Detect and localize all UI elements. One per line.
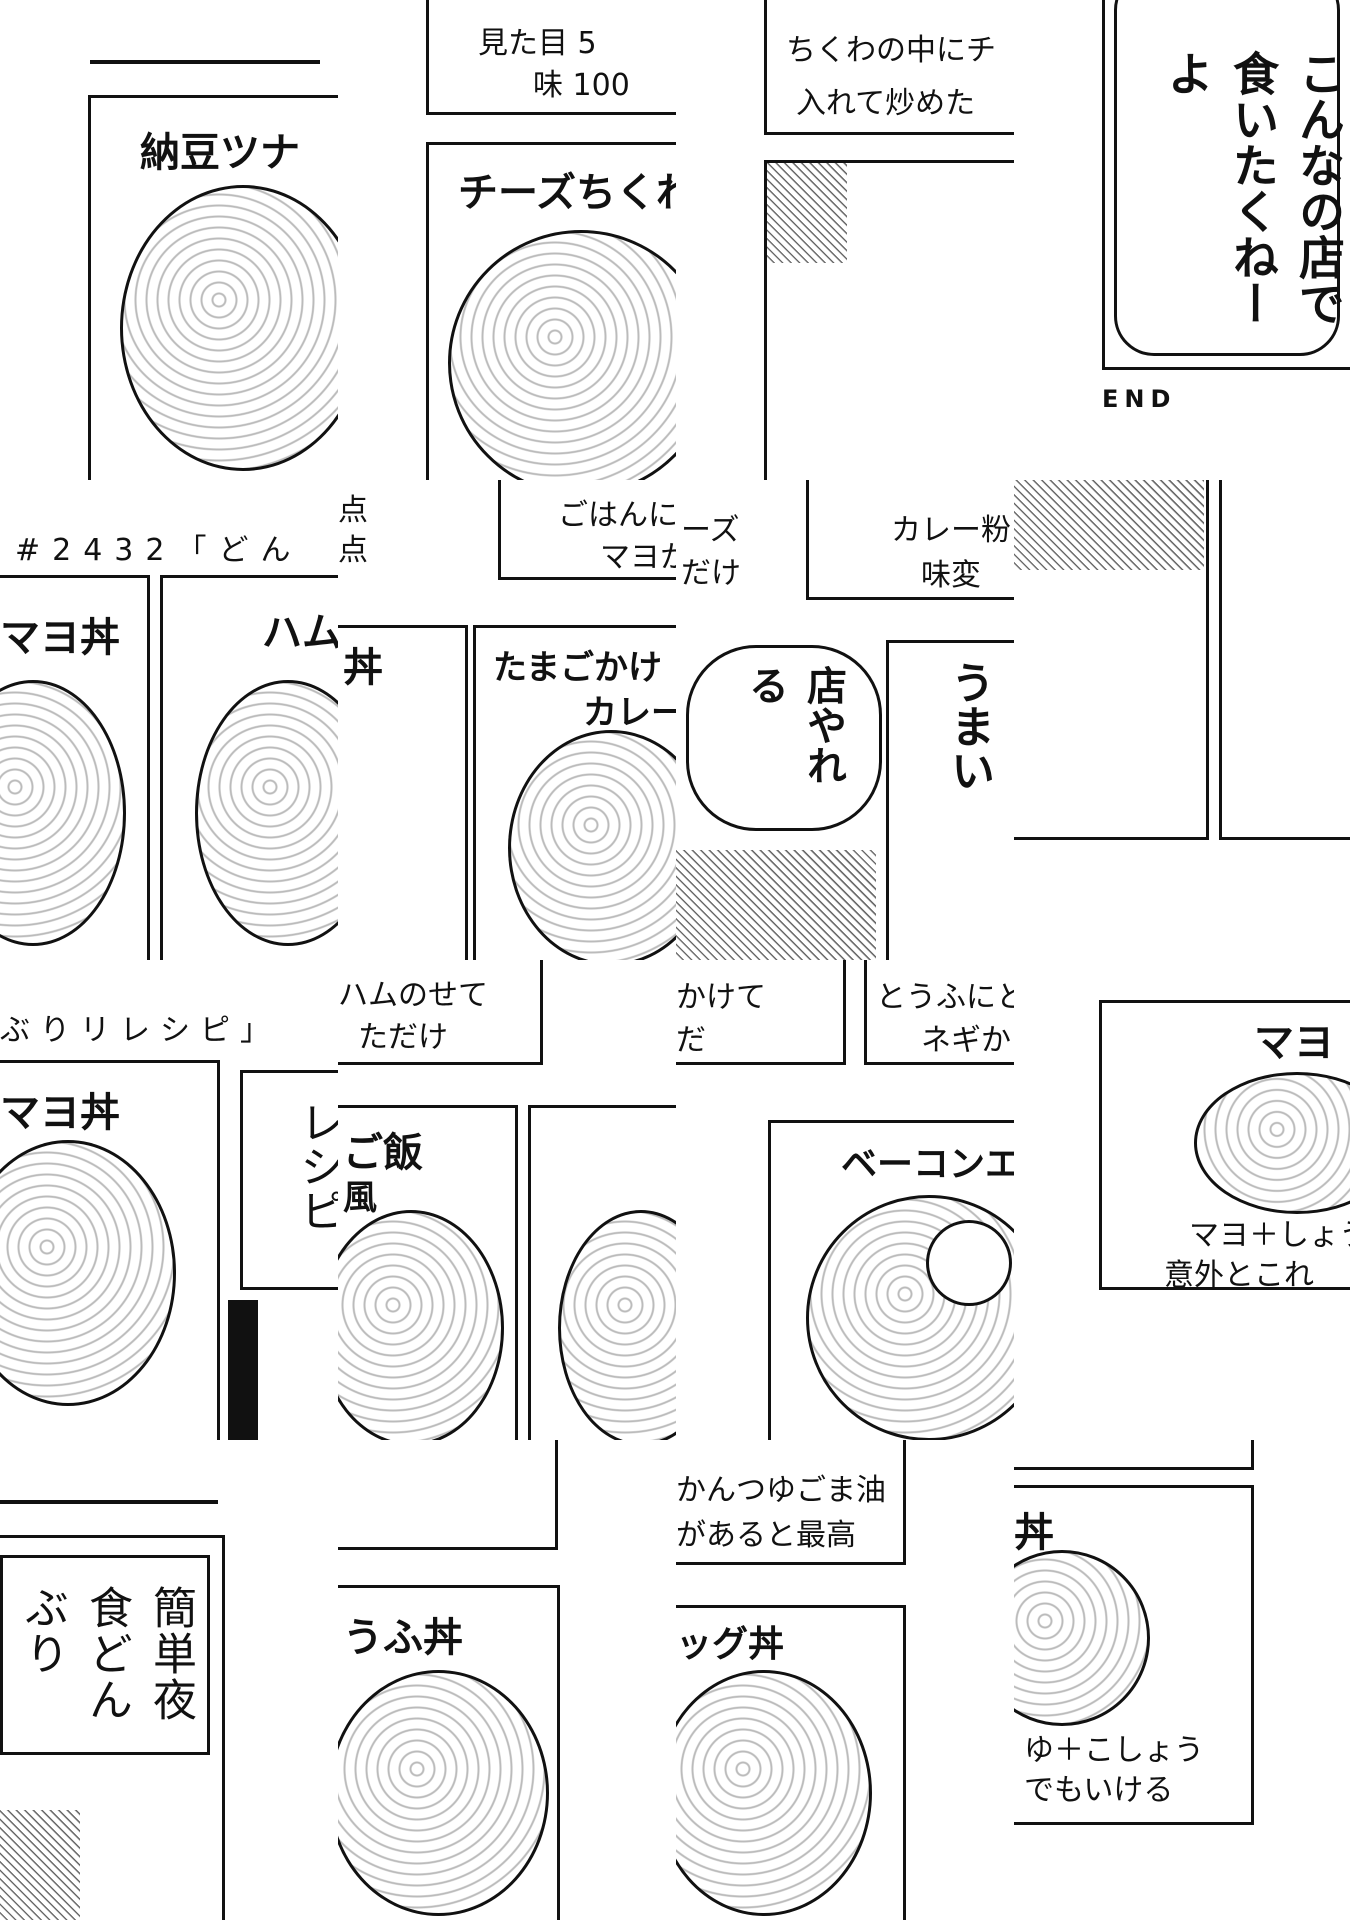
dish-title: 丼 — [343, 645, 383, 691]
speech-text: うまい — [943, 660, 994, 792]
caption: 点 — [338, 533, 368, 568]
rice-bowl-illustration — [338, 1210, 504, 1440]
manga-tile-r3c1: ぶりリレシピ」 マヨ丼 レシピ — [0, 960, 338, 1440]
rice-bowl-illustration — [676, 1670, 872, 1916]
caption: ちくわの中にチ — [786, 33, 996, 68]
panel — [676, 1440, 906, 1565]
dish-title: マヨ — [1254, 1020, 1334, 1066]
panel — [240, 1070, 338, 1290]
caption: マヨ＋しょう — [1189, 1218, 1350, 1253]
dish-title: ハム — [262, 610, 338, 656]
panel — [806, 480, 1014, 600]
panel — [338, 960, 543, 1065]
rice-bowl-illustration — [1014, 1550, 1150, 1726]
dish-title: うふ丼 — [343, 1615, 463, 1661]
manga-tile-r1c3: ちくわの中にチ 入れて炒めた — [676, 0, 1014, 480]
caption: ただけ — [358, 1020, 448, 1055]
manga-tile-r3c4: マヨ マヨ＋しょう 意外とこれ — [1014, 960, 1350, 1440]
dish-title: チーズちくわ — [458, 170, 676, 216]
dish-title: ご飯 — [343, 1130, 423, 1176]
caption: かけて — [676, 980, 766, 1015]
dish-title: マヨ丼 — [0, 1090, 120, 1136]
rice-bowl-illustration — [195, 680, 338, 946]
dish-title: たまごかけ — [493, 648, 662, 688]
dish-title: 丼 — [1014, 1510, 1054, 1556]
manga-tile-r1c4: こんなの店で食いたくねーよ END — [1014, 0, 1350, 480]
egg-yolk — [926, 1220, 1012, 1306]
panel — [426, 0, 676, 115]
caption: かんつゆごま油 — [676, 1473, 886, 1508]
manga-tile-r4c4: 丼 ゆ＋こしょう でもいける — [1014, 1440, 1350, 1920]
title-caption: 簡単夜食どんぶり — [17, 1585, 196, 1723]
chapter-header: #2432「どん — [15, 533, 303, 568]
manga-tile-r2c1: #2432「どん マヨ丼 ハム — [0, 480, 338, 960]
background-shading — [676, 850, 876, 960]
caption: だけ — [681, 556, 741, 591]
rice-bowl-illustration — [448, 230, 676, 480]
caption: 入れて炒めた — [796, 86, 976, 121]
manga-tile-r3c3: かけて だ とうふにと ネギか ベーコンエ — [676, 960, 1014, 1440]
speech-bubble — [1114, 0, 1340, 356]
caption: があると最高 — [676, 1518, 856, 1553]
end-label: END — [1102, 385, 1177, 413]
caption: 点 — [338, 493, 368, 528]
background-shading — [767, 163, 847, 263]
panel — [764, 0, 1014, 135]
manga-tile-r1c2: 見た目 5 味 100 チーズちくわ — [338, 0, 676, 480]
manga-tile-r2c3: ーズ だけ カレー粉 味変 店やれる うまい — [676, 480, 1014, 960]
dish-title: 風 — [343, 1178, 377, 1218]
background-shading — [1014, 480, 1204, 570]
caption: ネギか — [921, 1023, 1011, 1058]
caption: 意外とこれ — [1164, 1258, 1314, 1293]
background-shading — [0, 1810, 80, 1920]
rice-bowl-illustration — [0, 1140, 176, 1406]
divider — [0, 1500, 218, 1504]
manga-tile-r4c2: うふ丼 — [338, 1440, 676, 1920]
panel — [0, 1555, 210, 1755]
caption: ゆ＋こしょう — [1024, 1733, 1204, 1768]
panel — [864, 960, 1014, 1065]
caption: マヨか — [600, 540, 676, 575]
manga-tile-r2c2: 点 点 ごはんに マヨか 丼 たまごかけ カレー — [338, 480, 676, 960]
divider — [90, 60, 320, 64]
panel — [338, 1440, 558, 1550]
caption: カレー粉 — [891, 513, 1011, 548]
manga-tile-r4c1: 簡単夜食どんぶり — [0, 1440, 338, 1920]
caption: だ — [676, 1023, 706, 1058]
manga-tile-r4c3: かんつゆごま油 があると最高 ッグ丼 — [676, 1440, 1014, 1920]
dish-title: ッグ丼 — [676, 1624, 785, 1665]
caption: ーズ — [681, 513, 740, 548]
caption: 味 100 — [533, 68, 630, 103]
panel — [498, 480, 676, 580]
speech-text: こんなの店で食いたくねーよ — [1160, 50, 1346, 326]
panel — [676, 960, 846, 1065]
manga-tile-r1c1: 納豆ツナ — [0, 0, 338, 480]
rice-bowl-illustration — [338, 1670, 549, 1916]
speech-text: 店やれる — [742, 665, 846, 785]
dark-panel-edge — [228, 1300, 258, 1440]
panel — [1219, 480, 1350, 840]
rice-bowl-illustration — [120, 185, 338, 471]
caption: ごはんに — [558, 498, 676, 533]
manga-tile-r2c4 — [1014, 480, 1350, 960]
caption: でもいける — [1024, 1773, 1174, 1808]
caption: ハムのせて — [338, 978, 488, 1013]
caption: とうふにと — [876, 980, 1014, 1015]
caption: 見た目 5 — [478, 26, 597, 61]
dish-title: ベーコンエ — [841, 1144, 1014, 1185]
caption: 味変 — [921, 558, 981, 593]
caption: レシピ — [292, 1100, 338, 1232]
panel — [338, 625, 468, 960]
speech-bubble — [686, 645, 882, 831]
panel — [1014, 1440, 1254, 1470]
panel — [886, 640, 1014, 960]
rice-bowl-illustration — [508, 730, 676, 960]
dish-title: カレー — [583, 693, 676, 733]
dish-title: 納豆ツナ — [140, 130, 300, 176]
manga-tile-r3c2: ハムのせて ただけ ご飯 風 — [338, 960, 676, 1440]
rice-bowl-illustration — [806, 1195, 1014, 1440]
chapter-header: ぶりリレシピ」 — [0, 1013, 280, 1048]
dish-title: マヨ丼 — [0, 615, 120, 661]
